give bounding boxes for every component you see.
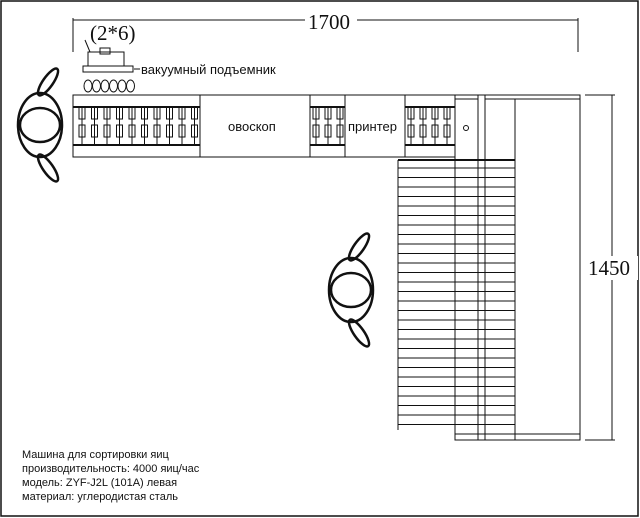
- note-model: модель: ZYF-J2L (101A) левая: [22, 477, 177, 489]
- packing-table: [397, 94, 581, 441]
- vacuum-lifter-label: вакуумный подъемник: [141, 62, 276, 77]
- suction-cup-icon: [100, 79, 110, 93]
- suction-cup-icon: [126, 79, 135, 93]
- suction-cup-icon: [109, 79, 118, 93]
- suction-cup-icon: [92, 79, 101, 93]
- width-label: 1700: [308, 10, 350, 34]
- operator-icon: [327, 232, 375, 348]
- note-material: материал: углеродистая сталь: [22, 491, 178, 503]
- suction-cup-icon: [83, 79, 93, 93]
- width-dimension: 1700: [72, 10, 579, 52]
- ovoscope-label: овоскоп: [228, 119, 276, 134]
- vacuum-lifter-icon: [82, 39, 135, 93]
- printer-label: принтер: [348, 119, 397, 134]
- note-title: Машина для сортировки яиц: [22, 449, 169, 461]
- height-dimension: 1450: [585, 94, 638, 441]
- lifter-count-label: (2*6): [90, 21, 136, 45]
- suction-cup-icon: [117, 79, 127, 93]
- height-label: 1450: [588, 256, 630, 280]
- operator-icon: [16, 67, 64, 183]
- note-capacity: производительность: 4000 яиц/час: [22, 463, 200, 475]
